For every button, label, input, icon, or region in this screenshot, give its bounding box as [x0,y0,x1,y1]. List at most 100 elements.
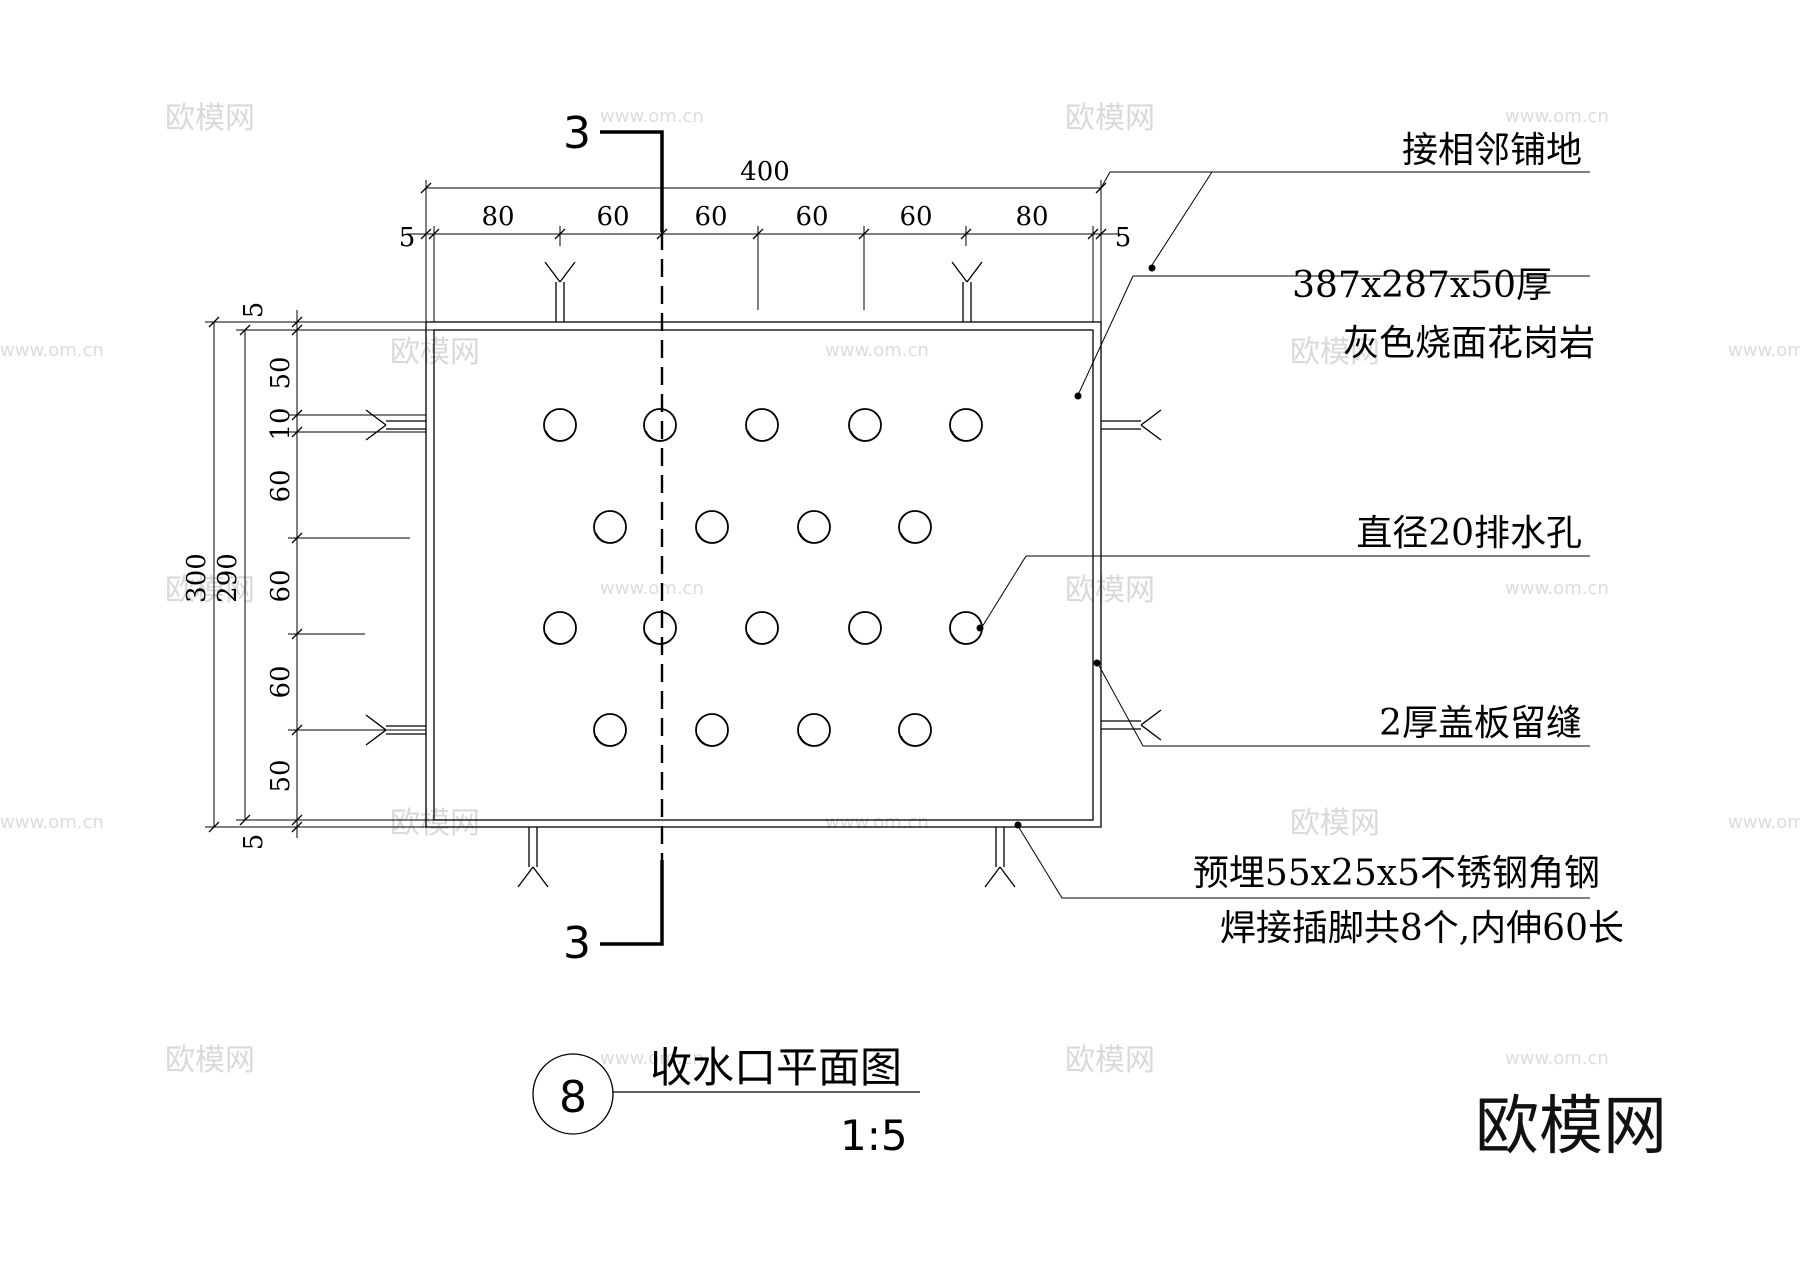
drain-holes [543,408,983,747]
dim-left-part: 50 [266,759,296,792]
dim-left-part: 5 [239,834,269,851]
dim-left-part: 10 [266,407,296,440]
watermark: 欧模网 [390,335,480,370]
anchor-leg-left-lower [365,714,426,746]
drain-hole-shadow [850,633,872,645]
section-label-bottom: 3 [563,918,591,969]
drain-hole-shadow [697,532,719,544]
watermark: 欧模网 [1290,806,1380,841]
dim-top-part: 80 [481,202,514,232]
drawing-scale: 1:5 [840,1111,908,1160]
dim-left-inner: 290 [213,553,243,603]
dim-total-400: 400 [740,157,790,187]
drain-hole-shadow [747,633,769,645]
drain-hole-shadow [900,532,922,544]
drain-hole-shadow [799,735,821,747]
frame-outer [425,321,1102,828]
watermark: 欧模网 [165,573,255,608]
section-mark-bottom [600,860,664,946]
anchor-legs [365,261,1162,888]
annotations: 接相邻铺地 387x287x50厚 灰色烧面花岗岩 直径20排水孔 2厚盖板留缝… [976,130,1624,949]
watermark-group: 欧模网 欧模网 欧模网 欧模网 欧模网 欧模网 欧模网 欧模网 欧模网 欧模网 … [0,101,1800,1078]
drain-hole-shadow [595,532,617,544]
watermark: 欧模网 [1065,573,1155,608]
label-cover-gap: 2厚盖板留缝 [1379,703,1582,744]
leader-stone [1077,275,1590,396]
watermark: 欧模网 [1065,1043,1155,1078]
leader-drain-hole [981,555,1590,628]
anchor-leg-right-upper [1101,409,1162,441]
watermark: 欧模网 [165,1043,255,1078]
dim-left-part: 60 [266,569,296,602]
leader-dot [1093,659,1101,667]
watermark-url: www.om.cn [825,812,929,833]
dim-top-part: 80 [1015,202,1048,232]
dim-left-part: 60 [266,469,296,502]
dim-left-total: 300 [182,553,212,603]
watermark: 欧模网 [1290,335,1380,370]
left-dimensions: 300 290 5 50 10 60 60 60 50 5 [182,302,434,851]
leader-dot [1014,821,1022,829]
anchor-leg-bottom-left [517,827,549,888]
watermark-url: www.om.cn [1728,812,1800,833]
anchor-leg-bottom-right [984,827,1016,888]
top-dimensions: 400 5 80 60 60 60 60 80 5 [399,157,1131,322]
plate-outline [433,329,1094,821]
watermark-url: www.om.cn [600,1048,704,1069]
dim-top-part: 60 [596,202,629,232]
leader-adjacent-paving [1100,171,1590,266]
title-number-circle [532,1053,614,1135]
drain-hole-shadow [951,633,973,645]
leader-dot [976,624,984,632]
leader-cover-gap [1096,661,1590,747]
dim-left-part: 60 [266,665,296,698]
drain-hole-shadow [951,430,973,442]
watermark-url: www.om.cn [1728,340,1800,361]
anchor-leg-top-left [544,261,576,322]
watermark-url: www.om.cn [825,340,929,361]
drain-hole-shadow [900,735,922,747]
watermark: 欧模网 [390,806,480,841]
watermark-url: www.om.cn [0,340,104,361]
label-adjacent-paving: 接相邻铺地 [1402,130,1582,171]
anchor-leg-right-lower [1101,709,1162,741]
drain-hole-shadow [697,735,719,747]
drain-hole-shadow [645,430,667,442]
dim-top-part: 60 [899,202,932,232]
label-embedded-line1: 预埋55x25x5不锈钢角钢 [1193,853,1600,894]
section-cut-3: 3 3 [563,108,664,969]
drain-hole-shadow [545,633,567,645]
watermark-url: www.om.cn [0,812,104,833]
dim-ticks [420,182,1107,240]
watermark-url: www.om.cn [600,578,704,599]
watermark-url: www.om.cn [600,106,704,127]
section-mark-top [600,130,664,232]
drain-hole-shadow [595,735,617,747]
drain-hole-shadow [645,633,667,645]
brand-logo-text: 欧模网 [1475,1090,1667,1164]
watermark-url: www.om.cn [1505,106,1609,127]
dim-top-part: 5 [399,223,416,253]
label-stone-size: 387x287x50厚 [1292,265,1552,306]
anchor-leg-top-right [951,261,983,322]
dim-top-part: 60 [795,202,828,232]
leader-dot [1074,392,1082,400]
dim-left-part: 5 [239,302,269,319]
title-number: 8 [559,1072,587,1123]
watermark: 欧模网 [165,101,255,136]
drawing-title: 收水口平面图 [650,1043,902,1092]
dim-ticks [208,316,303,833]
watermark-url: www.om.cn [1505,578,1609,599]
section-label-top: 3 [563,108,591,159]
label-stone-material: 灰色烧面花岗岩 [1343,323,1595,364]
drain-hole-shadow [850,430,872,442]
drain-hole-shadow [545,430,567,442]
dim-top-part: 60 [694,202,727,232]
leader-dot [1148,264,1156,272]
label-drain-hole: 直径20排水孔 [1356,513,1582,554]
drain-hole-shadow [747,430,769,442]
watermark: 欧模网 [1065,101,1155,136]
label-embedded-line2: 焊接插脚共8个,内伸60长 [1220,908,1624,949]
watermark-url: www.om.cn [1505,1048,1609,1069]
